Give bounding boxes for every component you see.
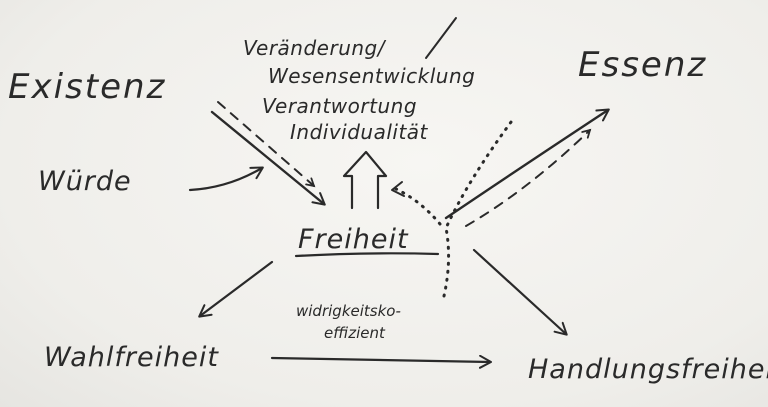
label-wahlfreiheit: Wahlfreiheit: [44, 342, 219, 373]
arrow-wuerde: [188, 166, 264, 192]
dashed-arrow-freiheit-essenz: [465, 128, 592, 227]
label-widrigkeitskoeffizient-line2: effizient: [324, 324, 386, 342]
arrow-freiheit-handlungsfreiheit: [472, 248, 568, 336]
arrow-existenz-freiheit: [210, 110, 326, 206]
freiheit-underline: [294, 252, 440, 258]
dotted-branch-arrowhead: [391, 181, 405, 197]
dashed-arrow-existenz-freiheit: [217, 101, 316, 188]
label-existenz: Existenz: [8, 67, 166, 107]
label-freiheit: Freiheit: [298, 224, 409, 255]
label-veraenderung: Veränderung/: [243, 36, 387, 60]
label-handlungsfreiheit: Handlungsfreiheit: [528, 354, 768, 385]
label-verantwortung: Verantwortung: [262, 94, 417, 118]
label-essenz: Essenz: [578, 45, 707, 85]
dotted-curve-individualitaet: [442, 116, 516, 298]
label-individualitaet: Individualität: [290, 120, 429, 144]
slash-stroke: [425, 17, 457, 59]
arrow-up-hollow: [342, 150, 388, 210]
label-wuerde: Würde: [38, 166, 132, 197]
label-wesensentwicklung: Wesensentwicklung: [268, 64, 475, 88]
arrow-wahlfreiheit-handlungsfreiheit: [270, 354, 492, 369]
arrow-freiheit-wahlfreiheit: [198, 260, 274, 318]
arrow-freiheit-essenz: [444, 108, 610, 220]
label-widrigkeitskoeffizient-line1: widrigkeitsko-: [296, 302, 401, 320]
